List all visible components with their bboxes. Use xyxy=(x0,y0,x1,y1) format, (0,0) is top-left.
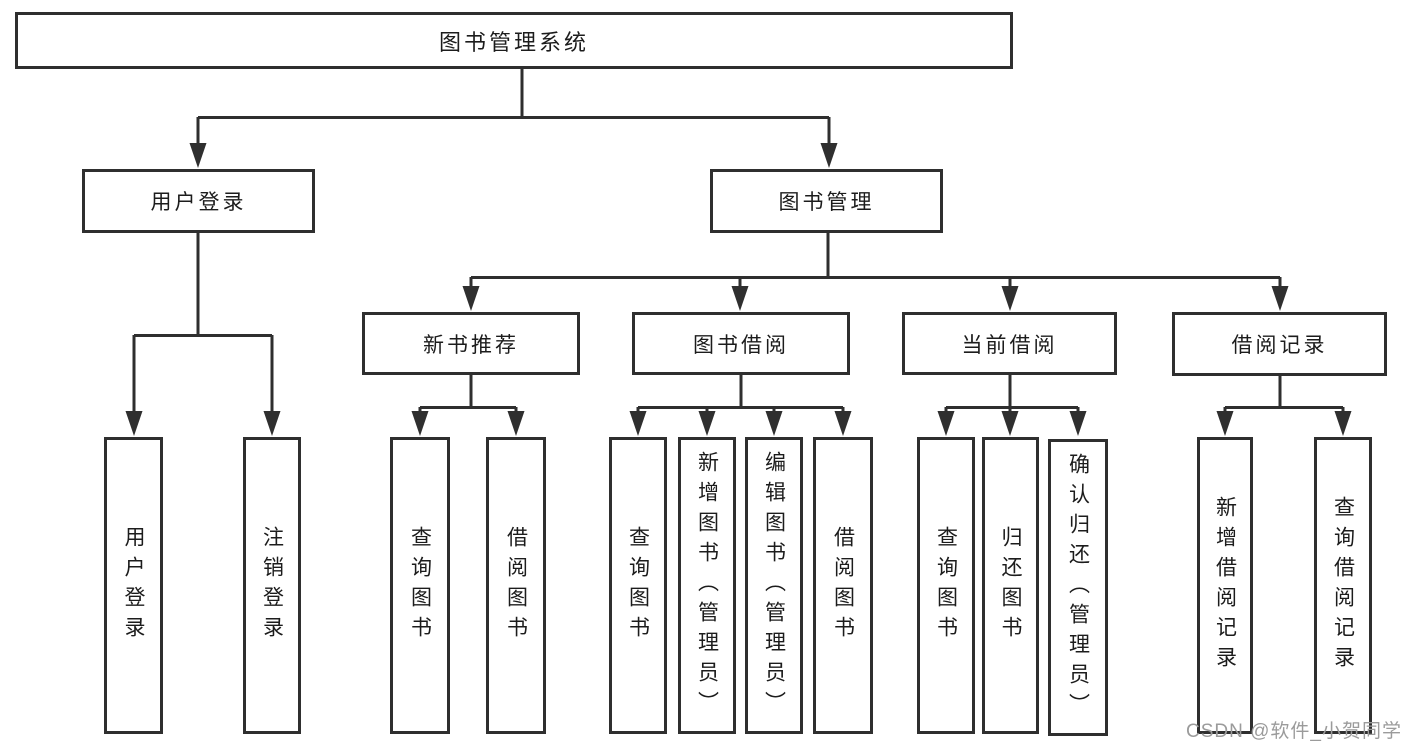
leaf-add-borrow-record: 新增借阅记录 xyxy=(1197,437,1253,734)
node-book-management: 图书管理 xyxy=(710,169,943,233)
node-current-borrowing: 当前借阅 xyxy=(902,312,1117,375)
leaf-recommend-query-books-label: 查询图书 xyxy=(408,525,432,646)
leaf-borrowing-query-books: 查询图书 xyxy=(609,437,667,734)
node-new-book-recommend: 新书推荐 xyxy=(362,312,580,375)
leaf-current-query-books-label: 查询图书 xyxy=(934,525,958,646)
leaf-confirm-return-admin: 确认归还（管理员） xyxy=(1048,439,1108,736)
node-root-library-system: 图书管理系统 xyxy=(15,12,1013,69)
leaf-edit-books-admin: 编辑图书（管理员） xyxy=(745,437,803,734)
leaf-borrowing-borrow-books-label: 借阅图书 xyxy=(831,525,855,646)
node-user-login: 用户登录 xyxy=(82,169,315,233)
leaf-query-borrow-record-label: 查询借阅记录 xyxy=(1331,495,1355,676)
leaf-return-books-label: 归还图书 xyxy=(999,525,1022,646)
leaf-recommend-borrow-books-label: 借阅图书 xyxy=(504,525,528,646)
leaf-logout: 注销登录 xyxy=(243,437,301,734)
leaf-edit-books-admin-label: 编辑图书（管理员） xyxy=(762,450,786,721)
leaf-add-books-admin: 新增图书（管理员） xyxy=(678,437,736,734)
leaf-confirm-return-admin-label: 确认归还（管理员） xyxy=(1066,452,1090,723)
leaf-recommend-query-books: 查询图书 xyxy=(390,437,450,734)
leaf-logout-label: 注销登录 xyxy=(260,525,284,646)
leaf-add-books-admin-label: 新增图书（管理员） xyxy=(695,450,719,721)
leaf-query-borrow-record: 查询借阅记录 xyxy=(1314,437,1372,734)
leaf-borrowing-query-books-label: 查询图书 xyxy=(626,525,650,646)
csdn-watermark: CSDN @软件_小贺同学 xyxy=(1186,721,1402,742)
leaf-return-books: 归还图书 xyxy=(982,437,1039,734)
leaf-borrowing-borrow-books: 借阅图书 xyxy=(813,437,873,734)
node-borrowing-records: 借阅记录 xyxy=(1172,312,1387,376)
leaf-user-login: 用户登录 xyxy=(104,437,163,734)
leaf-add-borrow-record-label: 新增借阅记录 xyxy=(1213,495,1237,676)
leaf-recommend-borrow-books: 借阅图书 xyxy=(486,437,546,734)
leaf-user-login-label: 用户登录 xyxy=(122,525,145,646)
leaf-current-query-books: 查询图书 xyxy=(917,437,975,734)
node-book-borrowing: 图书借阅 xyxy=(632,312,850,375)
